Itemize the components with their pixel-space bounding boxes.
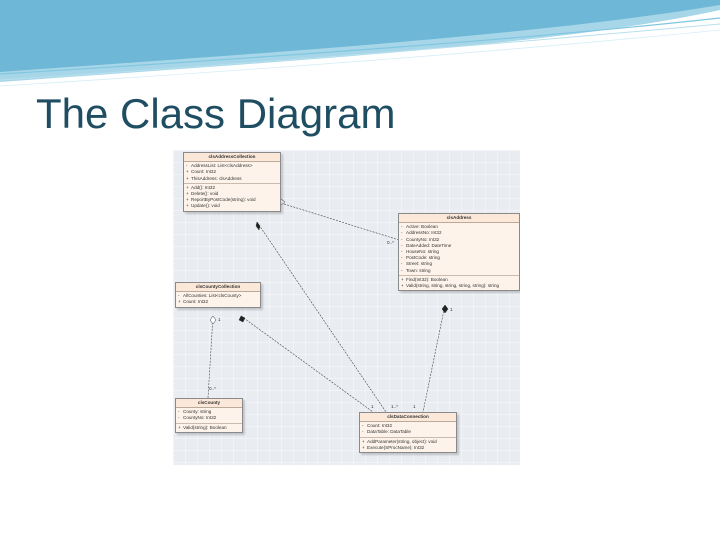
slide-title: The Class Diagram — [36, 90, 396, 137]
class-attribute: -County: string — [178, 409, 212, 415]
class-attribute: -AddressNo: Int32 — [401, 230, 442, 236]
operations-section: +AddParameter(string, object): void +Exe… — [360, 438, 456, 452]
multiplicity-label: 1 — [450, 307, 453, 312]
multiplicity-label: 1 — [218, 317, 221, 322]
class-operation: +Find(Int32): Boolean — [401, 276, 448, 282]
class-attribute: -Town: string — [401, 267, 431, 273]
composition-diamond-icon — [255, 221, 261, 231]
assoc-addresscollection-address — [280, 202, 400, 241]
class-diagram: clsAddressCollection -AddressList: List<… — [173, 150, 520, 465]
header-swoosh — [0, 0, 720, 87]
multiplicity-label: 1..* — [391, 404, 398, 409]
class-attribute: -Active: Boolean — [401, 224, 438, 230]
multiplicity-label: 0..* — [209, 386, 216, 391]
attributes-section: -AllCounties: List<clsCounty> +Count: In… — [176, 292, 260, 306]
class-name: clsAddress — [399, 214, 519, 224]
class-attribute: -DataTable: DataTable — [362, 429, 411, 435]
class-operation: +ReportByPostCode(string): void — [186, 197, 256, 203]
class-operation: +Valid(string): Boolean — [178, 424, 227, 430]
aggregation-diamond-icon — [209, 315, 217, 325]
class-attribute: +Count: Int32 — [186, 169, 217, 175]
assoc-countycollection-dataconnection — [240, 315, 374, 413]
class-attribute: -HouseNo: string — [401, 249, 439, 255]
composition-diamond-icon — [238, 315, 246, 323]
assoc-address-dataconnection — [422, 304, 446, 413]
operations-section: +Valid(string): Boolean — [176, 424, 242, 432]
assoc-countycollection-county — [207, 315, 214, 399]
composition-diamond-icon — [441, 304, 449, 314]
multiplicity-label: 0..* — [387, 240, 394, 245]
class-name: clsCountyCollection — [176, 283, 260, 293]
class-attribute: -Street: string — [401, 261, 433, 267]
class-name: clsDataConnection — [360, 413, 456, 423]
assoc-addresscollection-dataconnection — [256, 221, 387, 413]
class-attribute: -Count: Int32 — [362, 423, 393, 429]
class-attribute: +ThisAddress: clsAddress — [186, 175, 242, 181]
class-attribute: -AllCounties: List<clsCounty> — [178, 293, 242, 299]
multiplicity-label: 1 — [413, 404, 416, 409]
class-attribute: -CountyNo: Int32 — [401, 236, 440, 242]
class-county-collection[interactable]: clsCountyCollection -AllCounties: List<c… — [175, 282, 261, 308]
attributes-section: -Active: Boolean -AddressNo: Int32 -Coun… — [399, 223, 519, 276]
attributes-section: -AddressList: List<clsAddress> +Count: I… — [184, 162, 280, 184]
class-county[interactable]: clsCounty -County: string -CountyNo: Int… — [175, 398, 243, 433]
class-attribute: -PostCode: string — [401, 255, 440, 261]
class-attribute: -CountyNo: Int32 — [178, 415, 217, 421]
class-name: clsCounty — [176, 399, 242, 409]
class-operation: +AddParameter(string, object): void — [362, 438, 437, 444]
attributes-section: -Count: Int32 -DataTable: DataTable — [360, 422, 456, 438]
class-attribute: -DateAdded: DateTime — [401, 242, 452, 248]
multiplicity-label: 1 — [371, 404, 374, 409]
class-name: clsAddressCollection — [184, 153, 280, 163]
class-operation: +Valid(string, string, string, string, s… — [401, 283, 500, 289]
class-operation: +Update(): void — [186, 203, 220, 209]
class-operation: +Delete(): void — [186, 191, 219, 197]
class-address-collection[interactable]: clsAddressCollection -AddressList: List<… — [183, 152, 281, 212]
operations-section: +Find(Int32): Boolean +Valid(string, str… — [399, 276, 519, 290]
class-attribute: -AddressList: List<clsAddress> — [186, 163, 253, 169]
operations-section: +Add(): Int32 +Delete(): void +ReportByP… — [184, 184, 280, 211]
class-operation: +Execute(SProcName): Int32 — [362, 444, 425, 450]
attributes-section: -County: string -CountyNo: Int32 — [176, 408, 242, 424]
class-attribute: +Count: Int32 — [178, 299, 209, 305]
class-data-connection[interactable]: clsDataConnection -Count: Int32 -DataTab… — [359, 412, 457, 454]
class-address[interactable]: clsAddress -Active: Boolean -AddressNo: … — [398, 213, 520, 292]
class-operation: +Add(): Int32 — [186, 184, 216, 190]
